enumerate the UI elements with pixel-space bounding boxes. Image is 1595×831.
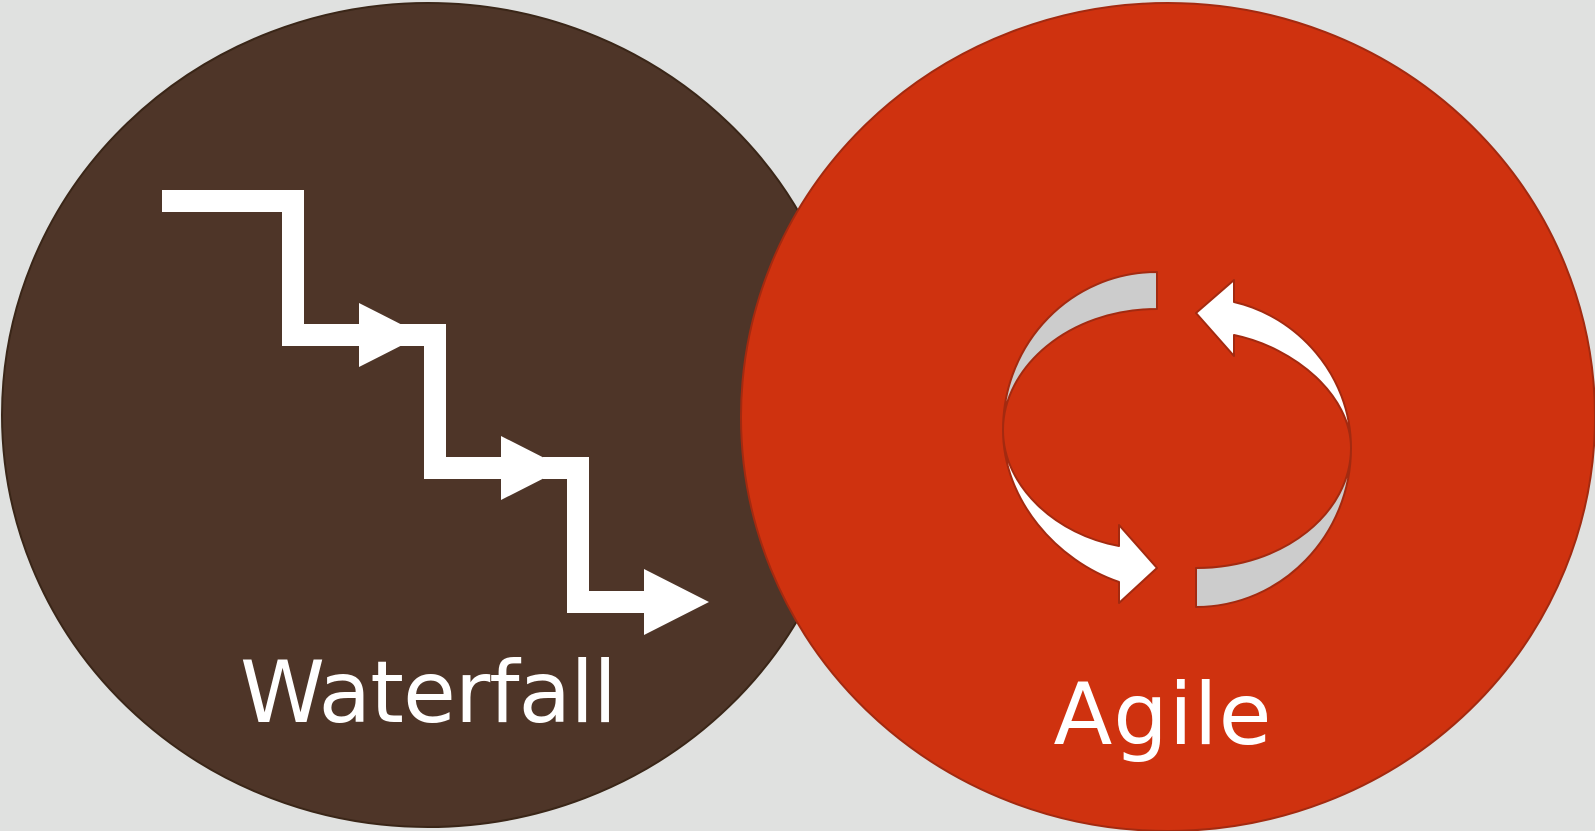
agile-label: Agile xyxy=(1053,665,1273,765)
circular-refresh-arrows-icon xyxy=(1002,271,1352,608)
agile-circle xyxy=(740,2,1595,831)
stair-step-arrow-icon xyxy=(162,190,709,635)
waterfall-label: Waterfall xyxy=(240,643,617,743)
